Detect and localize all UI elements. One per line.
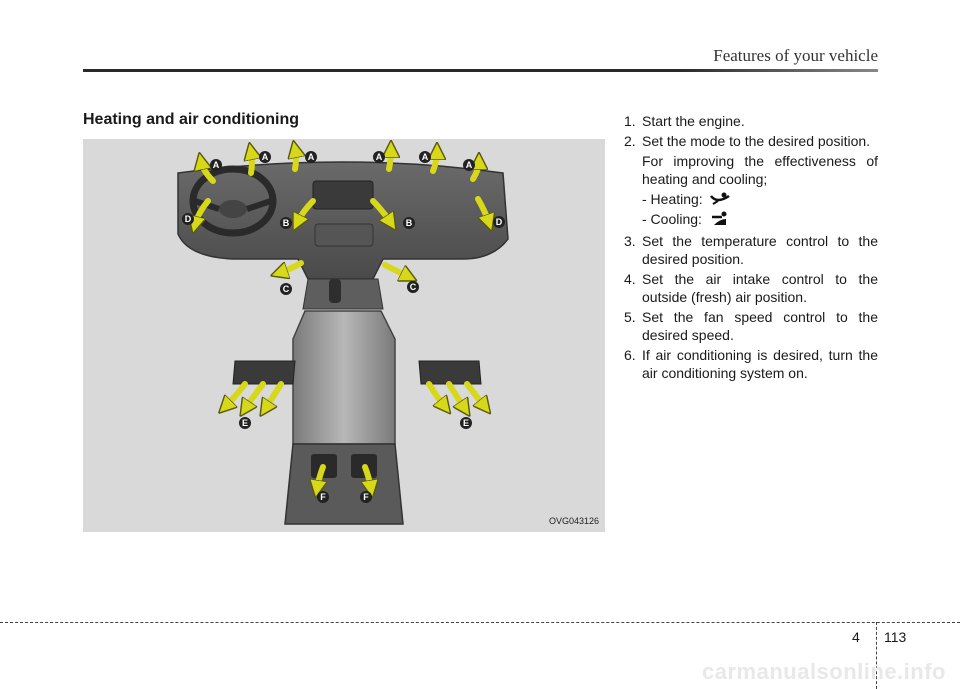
floor-mode-icon <box>709 192 730 205</box>
center-controls <box>314 223 374 247</box>
floor-vent-right <box>418 360 482 385</box>
hvac-vents-figure: A A A A A A D D B B C C E E F F OVG04312… <box>83 139 605 532</box>
badge-e: E <box>460 417 472 429</box>
svg-text:E: E <box>242 418 248 428</box>
step-2-note: For improving the effectiveness of heati… <box>624 152 878 228</box>
svg-text:A: A <box>466 160 473 170</box>
badge-a: A <box>419 151 431 163</box>
badge-f: F <box>317 491 329 503</box>
badge-d: D <box>493 216 505 228</box>
step-text: Start the engine. <box>642 113 745 129</box>
badge-c: C <box>407 281 419 293</box>
badge-c: C <box>280 283 292 295</box>
step-number: 4. <box>624 271 636 287</box>
step-3: 3. Set the temperature control to the de… <box>624 232 878 268</box>
vent-label-badges: A A A A A A D D B B C C E E F F <box>182 151 505 503</box>
footer-divider <box>876 622 877 689</box>
badge-d: D <box>182 213 194 225</box>
step-2: 2. Set the mode to the desired position. <box>624 132 878 150</box>
watermark: carmanualsonline.info <box>702 659 946 684</box>
cooling-line: - Cooling: <box>642 210 878 228</box>
figure-code: OVG043126 <box>548 516 599 526</box>
step-number: 1. <box>624 113 636 129</box>
heating-label: - Heating: <box>642 191 703 207</box>
step-6: 6. If air conditioning is desired, turn … <box>624 346 878 382</box>
section-heading: Heating and air conditioning <box>83 111 299 128</box>
chapter-number: 4 <box>852 629 860 645</box>
header-rule <box>83 69 878 72</box>
step-number: 3. <box>624 233 636 249</box>
gear-lever <box>329 279 341 303</box>
note-intro: For improving the effectiveness of heati… <box>642 153 878 187</box>
svg-text:A: A <box>262 152 269 162</box>
dashboard <box>177 161 509 280</box>
badge-a: A <box>259 151 271 163</box>
center-display <box>312 180 374 210</box>
badge-a: A <box>305 151 317 163</box>
svg-text:A: A <box>213 160 220 170</box>
step-number: 5. <box>624 309 636 325</box>
step-text: Set the mode to the desired position. <box>642 133 871 149</box>
gear-area <box>302 278 384 310</box>
badge-b: B <box>403 217 415 229</box>
steering-wheel <box>189 165 277 237</box>
badge-a: A <box>210 159 222 171</box>
step-text: If air conditioning is desired, turn the… <box>642 347 878 381</box>
svg-text:E: E <box>463 418 469 428</box>
cooling-label: - Cooling: <box>642 211 702 227</box>
page-number: 113 <box>884 629 907 645</box>
step-5: 5. Set the fan speed control to the desi… <box>624 308 878 344</box>
step-text: Set the temperature control to the desir… <box>642 233 878 267</box>
svg-text:C: C <box>283 284 290 294</box>
badge-f: F <box>360 491 372 503</box>
center-console <box>292 310 396 445</box>
heating-line: - Heating: <box>642 190 878 208</box>
face-mode-icon <box>711 211 727 225</box>
procedure-steps: 1. Start the engine. 2. Set the mode to … <box>624 112 878 384</box>
step-text: Set the air intake control to the outsid… <box>642 271 878 305</box>
badge-a: A <box>463 159 475 171</box>
airflow-arrows <box>195 149 489 489</box>
svg-text:F: F <box>363 492 369 502</box>
svg-text:C: C <box>410 282 417 292</box>
svg-text:A: A <box>308 152 315 162</box>
svg-text:D: D <box>496 217 503 227</box>
header-title: Features of your vehicle <box>713 46 878 65</box>
floor-vent-left <box>232 360 296 385</box>
rear-console-panel <box>284 443 404 525</box>
svg-text:D: D <box>185 214 192 224</box>
step-number: 6. <box>624 347 636 363</box>
step-1: 1. Start the engine. <box>624 112 878 130</box>
badge-e: E <box>239 417 251 429</box>
svg-text:B: B <box>283 218 290 228</box>
step-text: Set the fan speed control to the desired… <box>642 309 878 343</box>
svg-text:A: A <box>376 152 383 162</box>
step-number: 2. <box>624 133 636 149</box>
svg-text:A: A <box>422 152 429 162</box>
badge-a: A <box>373 151 385 163</box>
svg-text:F: F <box>320 492 326 502</box>
car-interior-illustration: A A A A A A D D B B C C E E F F <box>177 139 509 525</box>
badge-b: B <box>280 217 292 229</box>
step-4: 4. Set the air intake control to the out… <box>624 270 878 306</box>
svg-text:B: B <box>406 218 413 228</box>
footer-rule <box>0 622 960 623</box>
